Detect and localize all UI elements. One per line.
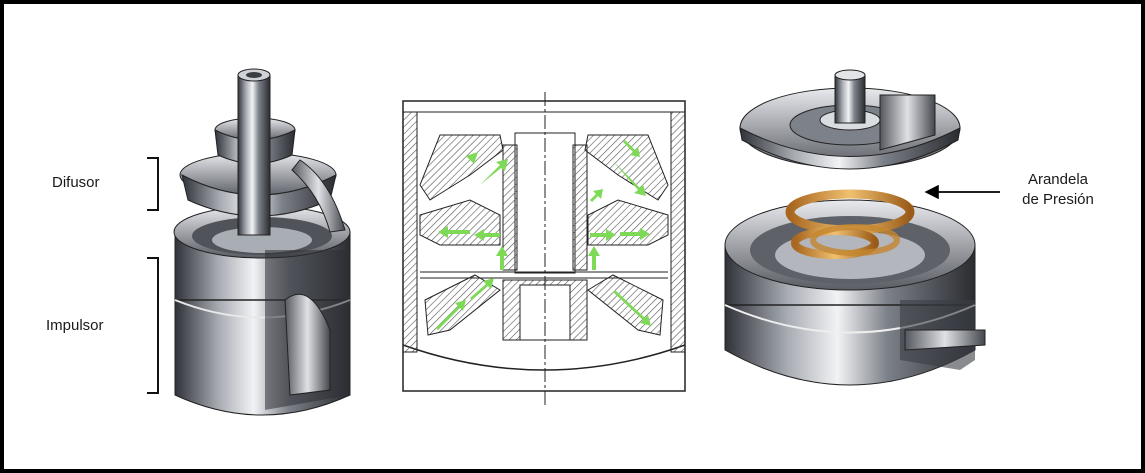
flow-arrow-icon <box>623 140 640 157</box>
flow-arrow-icon <box>588 246 600 270</box>
difusor-label: Difusor <box>52 174 100 191</box>
flow-arrow-icon <box>436 300 466 330</box>
impulsor-label: Impulsor <box>46 317 104 334</box>
arandela-label-line1: Arandela <box>1027 171 1089 188</box>
impulsor-bracket <box>147 257 159 394</box>
flow-arrow-icon <box>470 278 494 300</box>
flow-arrow-icon <box>590 189 603 202</box>
cross-section-drawing <box>402 92 686 405</box>
arandela-label: Arandela de Presión <box>1008 170 1108 210</box>
flow-arrow-icon <box>612 160 646 196</box>
flow-arrow-icon <box>474 229 500 241</box>
arandela-label-line2: de Presión <box>1022 191 1094 208</box>
flow-arrow-icon <box>438 226 470 238</box>
flow-arrow-icon <box>590 229 616 241</box>
impeller-washer-illustration <box>724 69 986 386</box>
flow-arrow-icon <box>480 159 508 185</box>
flow-arrows <box>436 140 651 330</box>
flow-arrow-icon <box>613 290 651 326</box>
difusor-bracket <box>147 157 159 211</box>
flow-arrow-icon <box>496 246 508 270</box>
flow-arrow-icon <box>620 228 650 240</box>
flow-arrow-icon <box>440 152 478 190</box>
pump-stage-illustration <box>173 68 351 416</box>
